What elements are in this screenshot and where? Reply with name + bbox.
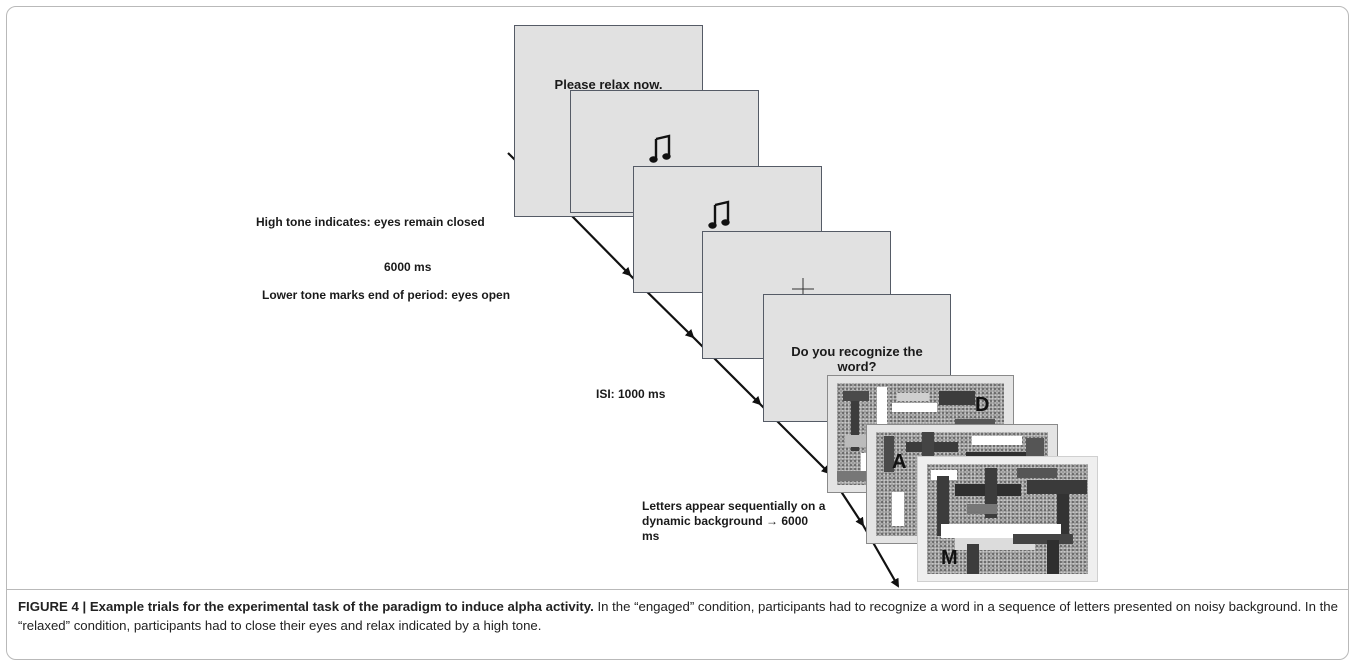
question-text: Do you recognize the word?: [791, 344, 923, 374]
caption-divider: [6, 589, 1349, 590]
stimulus-letter: D: [975, 394, 990, 416]
figure-frame: [6, 6, 1349, 660]
stimulus-letter: A: [892, 451, 907, 473]
letter-stimulus-3: M: [917, 456, 1098, 582]
label-duration-6000: 6000 ms: [384, 260, 432, 274]
arrow-2: [569, 213, 632, 277]
relax-text: Please relax now.: [554, 77, 663, 92]
figure-label: FIGURE 4 | Example trials for the experi…: [18, 599, 594, 614]
label-high-tone: High tone indicates: eyes remain closed: [256, 215, 485, 229]
music-note-icon: [649, 134, 671, 163]
figure-caption: FIGURE 4 | Example trials for the experi…: [18, 597, 1343, 635]
caption-body: In the “engaged” condition, participants…: [18, 599, 1338, 633]
stimulus-letter: M: [941, 547, 958, 569]
label-letters-sequence: Letters appear sequentially on a dynamic…: [642, 499, 826, 543]
music-note-icon: [708, 200, 730, 229]
label-isi: ISI: 1000 ms: [596, 387, 666, 401]
label-lower-tone: Lower tone marks end of period: eyes ope…: [262, 288, 511, 302]
